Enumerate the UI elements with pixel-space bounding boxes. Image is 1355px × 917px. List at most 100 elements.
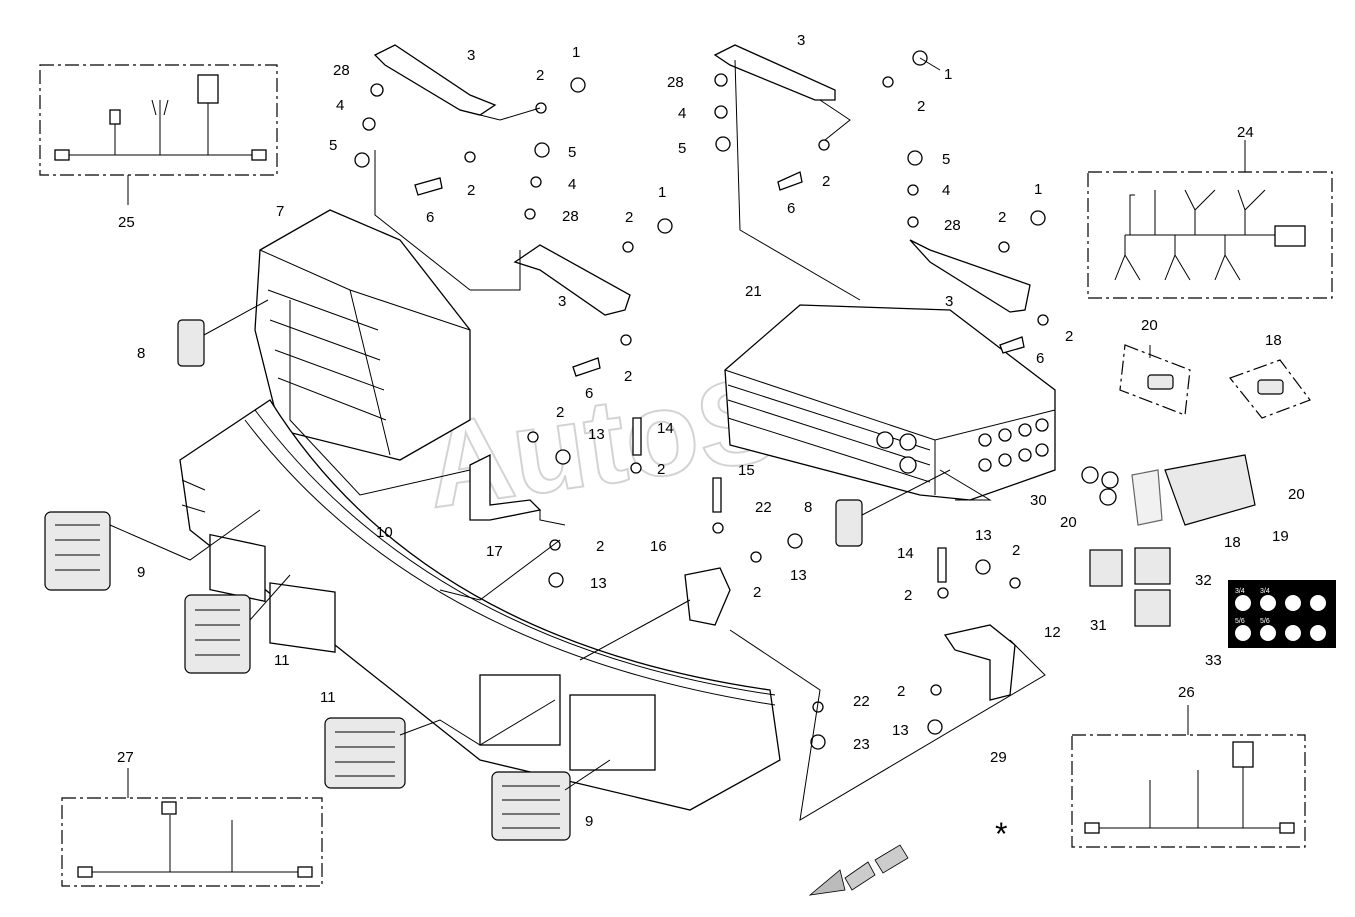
callout-32: 32 bbox=[1195, 572, 1212, 589]
fasteners bbox=[354, 50, 1049, 750]
callout-2g: 2 bbox=[998, 209, 1006, 226]
callout-22b: 22 bbox=[853, 693, 870, 710]
callout-28b: 28 bbox=[562, 208, 579, 225]
callout-8b: 8 bbox=[804, 499, 812, 516]
switch-button bbox=[1310, 625, 1326, 641]
callout-3c: 3 bbox=[797, 32, 805, 49]
bracket-12 bbox=[943, 624, 1016, 701]
connector-20-box bbox=[1119, 344, 1191, 416]
leader-lines bbox=[109, 57, 1046, 821]
callout-2j: 2 bbox=[657, 461, 665, 478]
work-lamp-11-bottom bbox=[324, 717, 406, 789]
switch-button bbox=[1285, 595, 1301, 611]
callout-29: 29 bbox=[990, 749, 1007, 766]
callout-20: 20 bbox=[1141, 317, 1158, 334]
bracket-16 bbox=[684, 567, 731, 626]
right-lamp-housing bbox=[724, 304, 1056, 501]
callout-28: 28 bbox=[333, 62, 350, 79]
callout-5d: 5 bbox=[942, 151, 950, 168]
callout-9: 9 bbox=[137, 564, 145, 581]
callout-2b: 2 bbox=[467, 182, 475, 199]
rear-light-cluster bbox=[978, 418, 1049, 472]
callout-2i: 2 bbox=[556, 404, 564, 421]
callout-1d: 1 bbox=[1034, 181, 1042, 198]
decals bbox=[1089, 547, 1171, 627]
callout-2k: 2 bbox=[596, 538, 604, 555]
callout-2o: 2 bbox=[897, 683, 905, 700]
callout-13c: 13 bbox=[790, 567, 807, 584]
switch-label: 5/6 bbox=[1260, 618, 1270, 625]
callout-2d: 2 bbox=[624, 368, 632, 385]
bracket-3-mid-right bbox=[909, 239, 1031, 313]
callout-13b: 13 bbox=[590, 575, 607, 592]
harness-box-25 bbox=[39, 64, 278, 205]
switch-button bbox=[1260, 625, 1276, 641]
switch-button bbox=[1235, 625, 1251, 641]
callout-31: 31 bbox=[1090, 617, 1107, 634]
callout-1c: 1 bbox=[944, 66, 952, 83]
callout-2l: 2 bbox=[753, 584, 761, 601]
switch-label: 3/4 bbox=[1235, 588, 1245, 595]
callout-6d: 6 bbox=[1036, 350, 1044, 367]
callout-12: 12 bbox=[1044, 624, 1061, 641]
callout-28d: 28 bbox=[944, 217, 961, 234]
callout-20c: 20 bbox=[1288, 486, 1305, 503]
direction-arrow bbox=[808, 844, 909, 896]
switch-label: 5/6 bbox=[1235, 618, 1245, 625]
callout-6c: 6 bbox=[787, 200, 795, 217]
callout-10: 10 bbox=[376, 524, 393, 541]
callout-24: 24 bbox=[1237, 124, 1254, 141]
callout-19: 19 bbox=[1272, 528, 1289, 545]
callout-2c: 2 bbox=[625, 209, 633, 226]
callout-5c: 5 bbox=[678, 140, 686, 157]
callout-28c: 28 bbox=[667, 74, 684, 91]
bracket-17 bbox=[469, 453, 542, 521]
connector-18-box bbox=[1229, 359, 1311, 419]
callout-30: 30 bbox=[1030, 492, 1047, 509]
right-side-marker-lamp bbox=[835, 469, 951, 547]
front-fascia-panel bbox=[179, 399, 781, 811]
callout-22: 22 bbox=[755, 499, 772, 516]
callout-20b: 20 bbox=[1060, 514, 1077, 531]
callout-23: 23 bbox=[853, 736, 870, 753]
callout-13d: 13 bbox=[975, 527, 992, 544]
callout-11b: 11 bbox=[320, 689, 336, 706]
callout-18b: 18 bbox=[1224, 534, 1241, 551]
harness-box-26 bbox=[1071, 705, 1306, 848]
callout-8: 8 bbox=[137, 345, 145, 362]
callout-5: 5 bbox=[329, 137, 337, 154]
callout-3: 3 bbox=[467, 47, 475, 64]
bracket-3-mid-left bbox=[513, 244, 631, 316]
callout-33: 33 bbox=[1205, 652, 1222, 669]
callout-13e: 13 bbox=[892, 722, 909, 739]
callout-13: 13 bbox=[588, 426, 605, 443]
callout-2h: 2 bbox=[1065, 328, 1073, 345]
connector-block bbox=[1081, 454, 1256, 526]
work-lamp-9-left bbox=[44, 511, 111, 591]
callout-4: 4 bbox=[336, 97, 344, 114]
callout-labels: 1 2 3 28 4 5 2 6 5 4 28 1 2 3 2 6 7 8 25… bbox=[117, 32, 1305, 830]
callout-27: 27 bbox=[117, 749, 134, 766]
callout-4c: 4 bbox=[678, 105, 686, 122]
callout-5b: 5 bbox=[568, 144, 576, 161]
callout-4b: 4 bbox=[568, 176, 576, 193]
callout-4d: 4 bbox=[942, 182, 950, 199]
callout-2: 2 bbox=[536, 67, 544, 84]
callout-11: 11 bbox=[274, 652, 290, 669]
work-lamp-9-bottom bbox=[491, 771, 571, 841]
switch-button bbox=[1285, 625, 1301, 641]
harness-box-24 bbox=[1087, 140, 1333, 299]
callout-2e: 2 bbox=[917, 98, 925, 115]
callout-2n: 2 bbox=[904, 587, 912, 604]
callout-2f: 2 bbox=[822, 173, 830, 190]
callout-9b: 9 bbox=[585, 813, 593, 830]
switch-panel-grid: 3/4 3/4 5/6 5/6 bbox=[1235, 588, 1326, 641]
callout-2m: 2 bbox=[1012, 542, 1020, 559]
callout-16: 16 bbox=[650, 538, 667, 555]
switch-label: 3/4 bbox=[1260, 588, 1270, 595]
callout-1b: 1 bbox=[658, 184, 666, 201]
switch-button bbox=[1310, 595, 1326, 611]
callout-14: 14 bbox=[657, 420, 674, 437]
bracket-3-top-right bbox=[713, 44, 836, 101]
